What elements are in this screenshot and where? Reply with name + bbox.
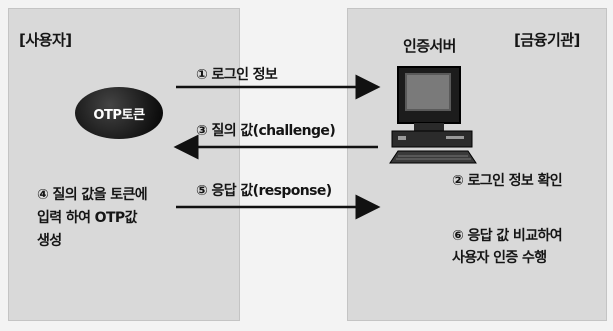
step2-text: ② 로그인 정보 확인 [452, 173, 563, 189]
server-title: 인증서버 [403, 37, 456, 55]
step6-line-2: 사용자 인증 수행 [452, 250, 547, 266]
step4-line-2: 입력 하여 OTP값 [37, 210, 137, 226]
message-response: ⑤ 응답 값(response) [196, 183, 332, 199]
bank-panel: [금융기관] 인증서버 ② 로그인 정보 확인 ⑥ 응답 값 비교하여 사용자 … [347, 8, 607, 321]
user-panel-label: [사용자] [19, 31, 72, 49]
message-challenge: ③ 질의 값(challenge) [196, 123, 336, 139]
user-panel: [사용자] OTP토큰 ④ 질의 값을 토큰에 입력 하여 OTP값 생성 [8, 8, 240, 321]
bank-panel-label: [금융기관] [514, 31, 580, 49]
step4-line-1: ④ 질의 값을 토큰에 [37, 187, 148, 203]
otp-token: OTP토큰 [75, 87, 163, 139]
computer-server-icon [389, 66, 477, 164]
step6-text: ⑥ 응답 값 비교하여 사용자 인증 수행 [452, 225, 563, 269]
step4-line-3: 생성 [37, 233, 62, 249]
step6-line-1: ⑥ 응답 값 비교하여 [452, 228, 563, 244]
step4-text: ④ 질의 값을 토큰에 입력 하여 OTP값 생성 [37, 184, 227, 253]
message-login-info: ① 로그인 정보 [196, 67, 278, 83]
